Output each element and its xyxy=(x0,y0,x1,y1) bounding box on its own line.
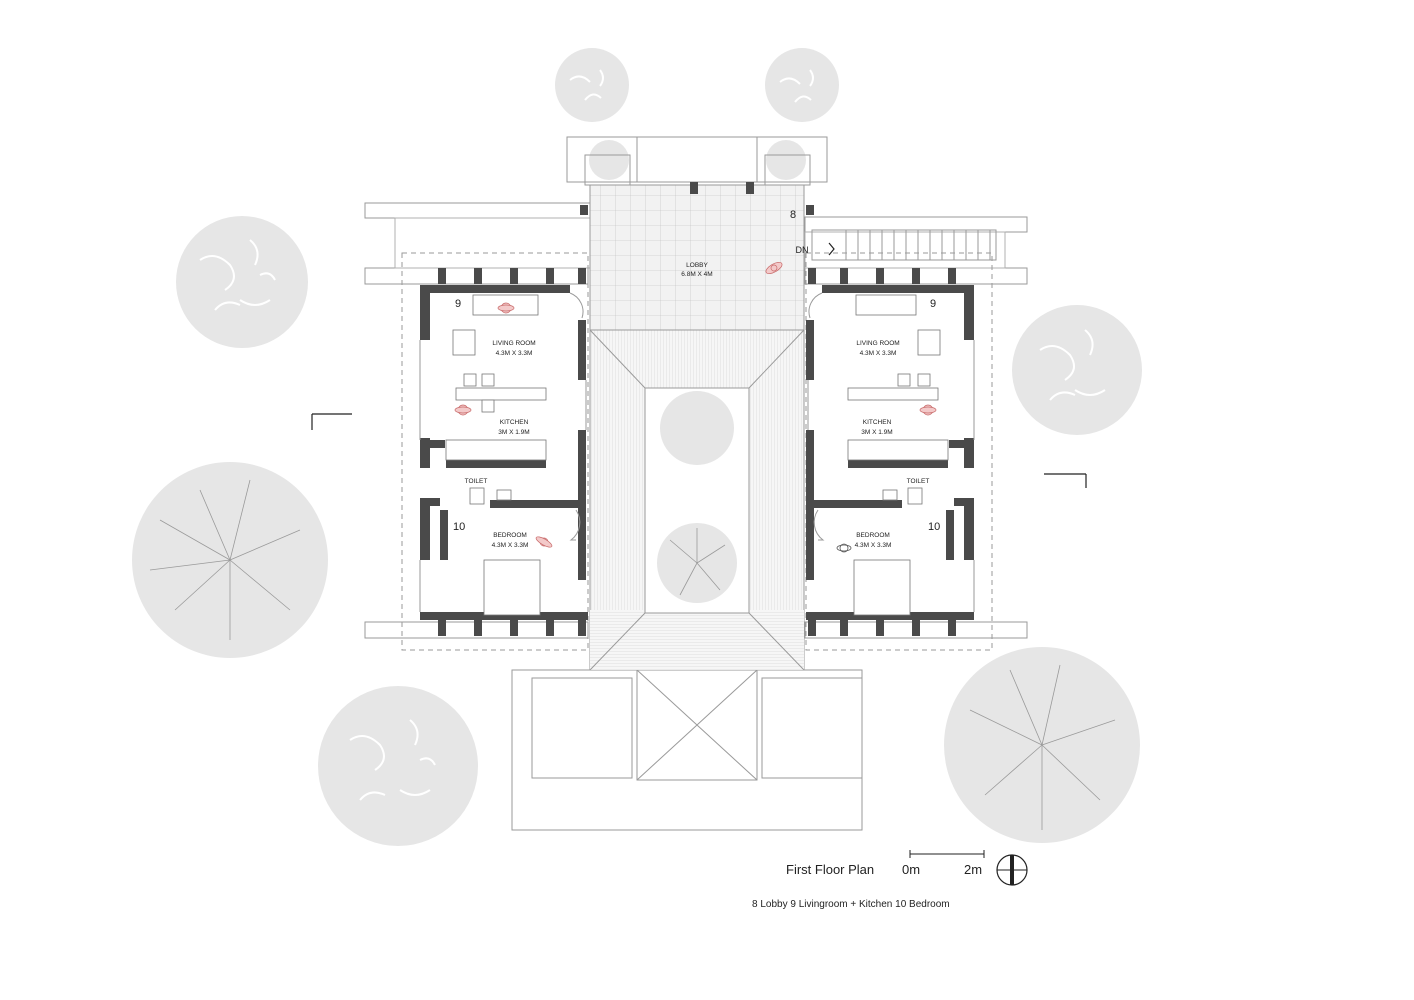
tree-left-large xyxy=(132,462,328,658)
right-kitchen-name: KITCHEN xyxy=(863,419,892,426)
scale-bar: 0m 2m xyxy=(902,850,985,877)
lobby-name: LOBBY xyxy=(686,262,708,269)
right-bedroom-size: 4.3M X 3.3M xyxy=(855,542,892,549)
tree-planter-left xyxy=(589,140,629,180)
tree-top-right-small xyxy=(765,48,839,122)
left-living-name: LIVING ROOM xyxy=(492,340,535,347)
lobby-area xyxy=(580,182,814,331)
tree-left-upper xyxy=(176,216,308,348)
scale-end: 2m xyxy=(964,862,982,877)
stair-label: DN xyxy=(796,245,809,255)
right-living-name: LIVING ROOM xyxy=(856,340,899,347)
scale-start: 0m xyxy=(902,862,920,877)
right-bedroom-number: 10 xyxy=(928,521,940,533)
tree-right-upper xyxy=(1012,305,1142,435)
right-living-number: 9 xyxy=(930,298,936,310)
left-living-size: 4.3M X 3.3M xyxy=(496,350,533,357)
left-bedroom-number: 10 xyxy=(453,521,465,533)
left-bedroom-size: 4.3M X 3.3M xyxy=(492,542,529,549)
right-kitchen-size: 3M X 1.9M xyxy=(861,429,892,436)
left-toilet-name: TOILET xyxy=(465,478,488,485)
tree-top-left-small xyxy=(555,48,629,122)
left-unit-furniture xyxy=(445,294,553,616)
person-figure xyxy=(765,261,783,275)
left-kitchen-name: KITCHEN xyxy=(500,419,529,426)
courtyard xyxy=(589,329,805,671)
right-unit-walls xyxy=(806,268,975,636)
left-bedroom-name: BEDROOM xyxy=(493,532,527,539)
section-marker-right xyxy=(1044,473,1087,488)
tree-bottom-left xyxy=(318,686,478,846)
lobby-size: 6.8M X 4M xyxy=(681,271,712,278)
left-unit-walls xyxy=(419,268,588,636)
drawing-title: First Floor Plan xyxy=(786,862,874,877)
right-toilet-name: TOILET xyxy=(907,478,930,485)
lobby-number: 8 xyxy=(790,209,796,221)
stair xyxy=(811,229,997,261)
left-living-number: 9 xyxy=(455,298,461,310)
room-legend: 8 Lobby 9 Livingroom + Kitchen 10 Bedroo… xyxy=(752,899,950,910)
section-marker-left xyxy=(311,413,352,430)
tree-bottom-right xyxy=(944,647,1140,843)
right-unit-furniture xyxy=(836,294,949,616)
right-bedroom-name: BEDROOM xyxy=(856,532,890,539)
tree-planter-right xyxy=(766,140,806,180)
right-living-size: 4.3M X 3.3M xyxy=(860,350,897,357)
north-arrow-icon xyxy=(996,854,1028,886)
left-kitchen-size: 3M X 1.9M xyxy=(498,429,529,436)
